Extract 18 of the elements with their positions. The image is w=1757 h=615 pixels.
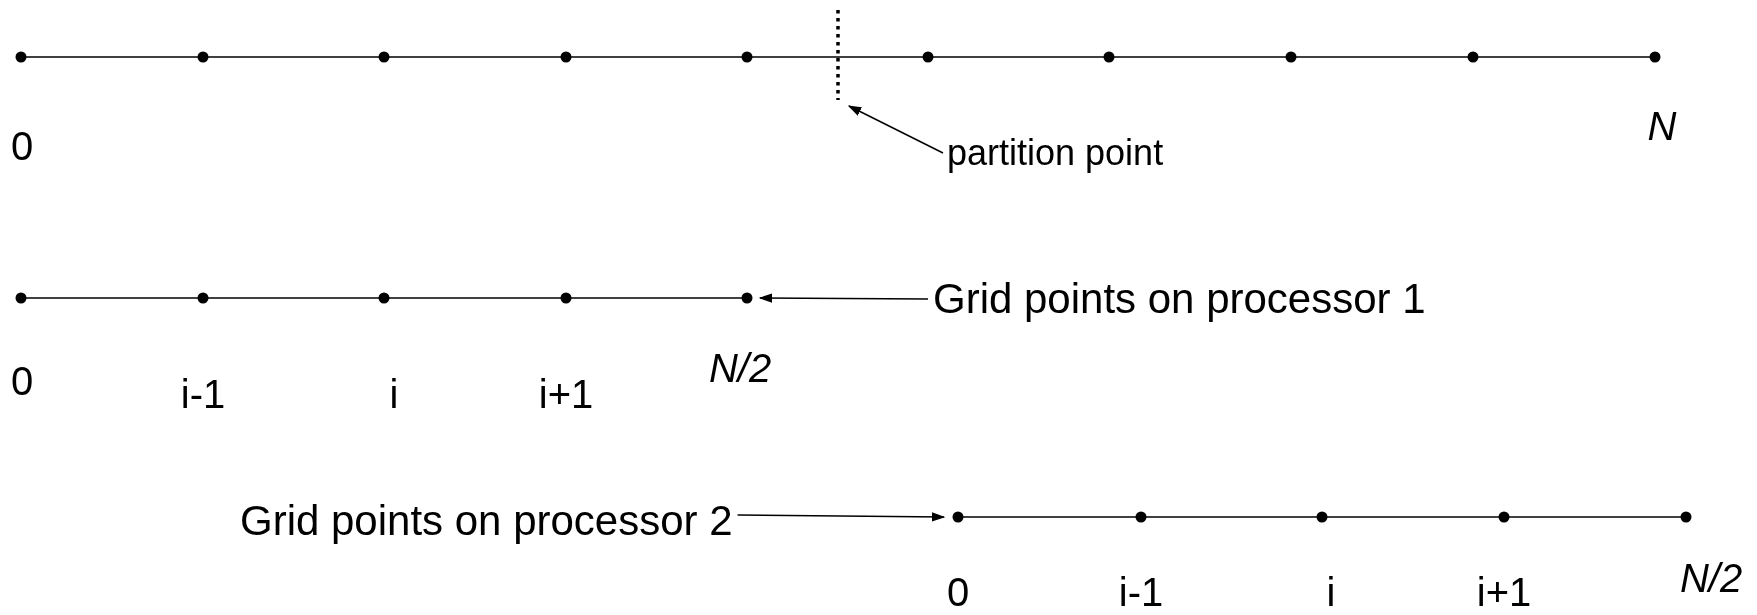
endpoint-label: N/2 [1679, 558, 1743, 598]
callout-text: Grid points on processor 2 [240, 496, 733, 546]
index-label: i+1 [1476, 572, 1532, 612]
index-label: i [389, 374, 399, 414]
callout-text: Grid points on processor 1 [933, 274, 1426, 324]
index-label: 0 [946, 572, 970, 612]
index-label: i [1326, 572, 1336, 612]
index-label: i+1 [538, 374, 594, 414]
index-label: i-1 [180, 374, 226, 414]
callout-text: partition point [947, 132, 1164, 174]
endpoint-label: N/2 [708, 348, 772, 388]
index-label: 0 [10, 126, 34, 166]
index-label: i-1 [1118, 572, 1164, 612]
arrow [758, 293, 929, 303]
endpoint-label: N [1647, 106, 1677, 146]
arrow [736, 512, 946, 522]
index-label: 0 [10, 361, 34, 401]
arrow [847, 105, 944, 154]
